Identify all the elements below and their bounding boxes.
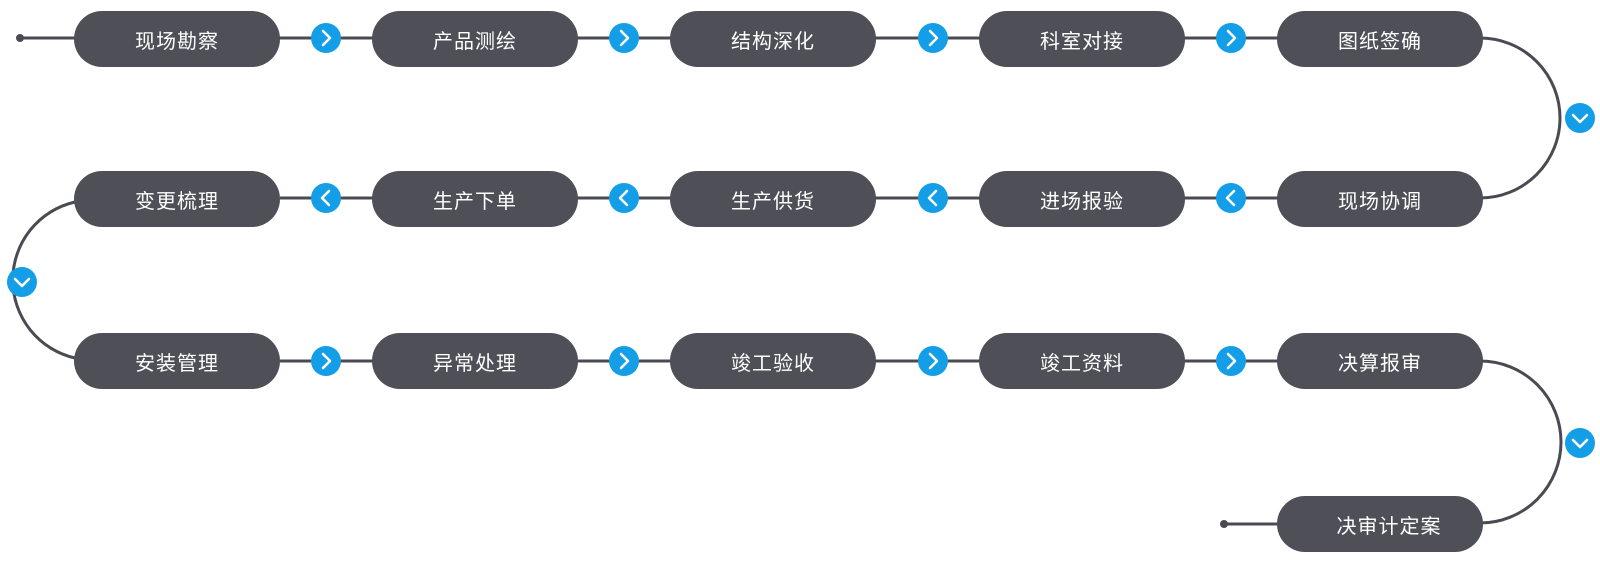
step-label: 结构深化: [731, 28, 815, 53]
step-label: 变更梳理: [135, 188, 219, 213]
step-label: 现场协调: [1338, 188, 1422, 213]
step-department-liaison: 科室对接: [979, 11, 1185, 67]
flow-end-dot: [1220, 520, 1228, 528]
step-final-audit-settlement: 决审计定案: [1277, 496, 1483, 552]
chevron-left-icon: [609, 183, 639, 213]
step-site-coordination: 现场协调: [1277, 171, 1483, 227]
step-drawing-signoff: 图纸签确: [1277, 11, 1483, 67]
chevron-right-icon: [311, 23, 341, 53]
chevron-right-icon: [918, 346, 948, 376]
step-label: 产品测绘: [433, 28, 517, 53]
step-final-account-review: 决算报审: [1277, 333, 1483, 389]
chevron-right-icon: [918, 23, 948, 53]
step-product-mapping: 产品测绘: [372, 11, 578, 67]
chevron-left-icon: [918, 183, 948, 213]
step-completion-acceptance: 竣工验收: [670, 333, 876, 389]
step-label: 生产供货: [731, 188, 815, 213]
chevron-left-icon: [1216, 183, 1246, 213]
step-label: 决算报审: [1338, 350, 1422, 375]
step-label: 决审计定案: [1336, 513, 1442, 538]
step-label: 异常处理: [433, 350, 517, 375]
chevron-right-icon: [1216, 23, 1246, 53]
step-exception-handling: 异常处理: [372, 333, 578, 389]
step-installation-management: 安装管理: [74, 333, 280, 389]
step-label: 竣工验收: [731, 350, 815, 375]
step-production-supply: 生产供货: [670, 171, 876, 227]
chevron-down-icon: [1565, 103, 1595, 133]
chevron-right-icon: [609, 346, 639, 376]
flow-start-dot: [16, 34, 24, 42]
step-change-review: 变更梳理: [74, 171, 280, 227]
chevron-right-icon: [609, 23, 639, 53]
step-label: 图纸签确: [1338, 28, 1422, 53]
step-production-order: 生产下单: [372, 171, 578, 227]
step-label: 生产下单: [433, 188, 517, 213]
chevron-down-icon: [1565, 428, 1595, 458]
step-label: 科室对接: [1040, 28, 1124, 53]
chevron-right-icon: [311, 346, 341, 376]
step-site-survey: 现场勘察: [74, 11, 280, 67]
step-label: 进场报验: [1040, 188, 1124, 213]
step-structure-detailing: 结构深化: [670, 11, 876, 67]
step-label: 现场勘察: [135, 28, 219, 53]
step-label: 竣工资料: [1040, 350, 1124, 375]
chevron-left-icon: [311, 183, 341, 213]
step-entry-inspection: 进场报验: [979, 171, 1185, 227]
chevron-down-icon: [7, 267, 37, 297]
step-label: 安装管理: [135, 350, 219, 375]
chevron-right-icon: [1216, 346, 1246, 376]
step-completion-documents: 竣工资料: [979, 333, 1185, 389]
